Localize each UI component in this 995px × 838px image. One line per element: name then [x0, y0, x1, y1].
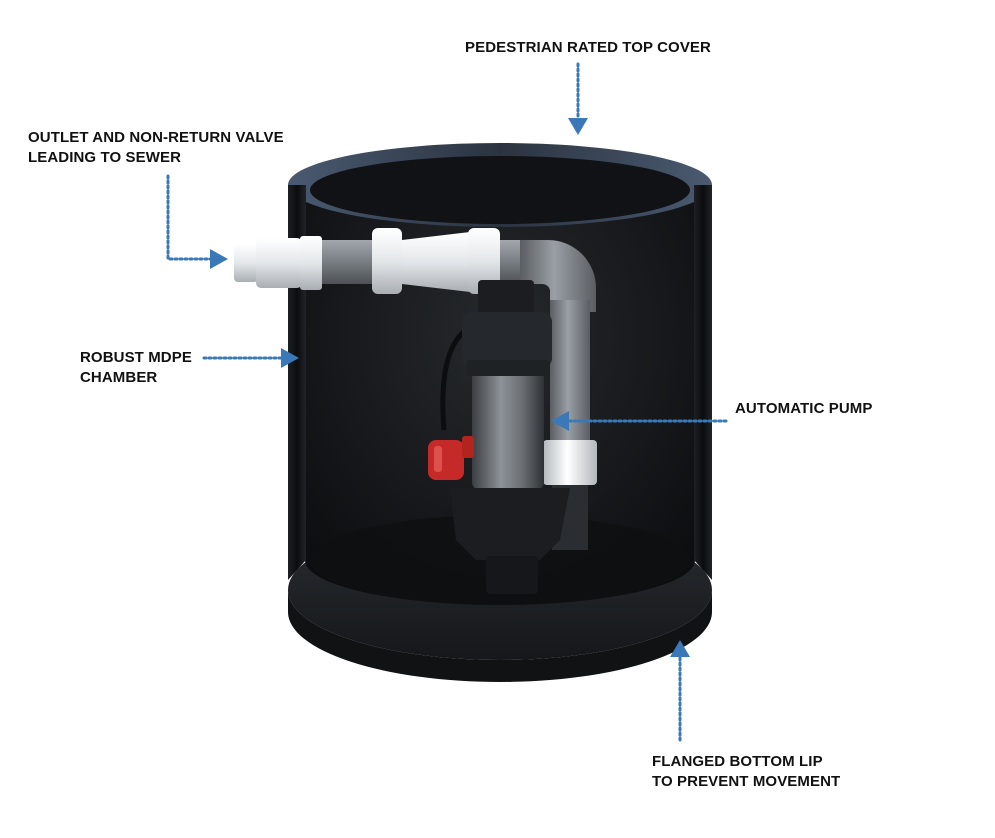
outlet-through-wall	[300, 236, 322, 290]
arrow-chamber-head	[281, 348, 299, 368]
label-chamber: ROBUST MDPE CHAMBER	[80, 348, 192, 388]
bottom-flange-edge	[288, 590, 712, 682]
outlet-fitting	[234, 244, 258, 282]
valve-body-taper	[402, 232, 470, 292]
riser-coupling	[543, 440, 597, 485]
pump-volute	[450, 488, 570, 560]
float-switch-small	[462, 436, 474, 458]
riser-pipe	[550, 300, 590, 450]
label-bottom-lip: FLANGED BOTTOM LIP TO PREVENT MOVEMENT	[652, 752, 840, 792]
chamber-right-wall	[694, 185, 712, 580]
label-top-cover-text: PEDESTRIAN RATED TOP COVER	[465, 39, 711, 56]
label-outlet-line-2: LEADING TO SEWER	[28, 149, 181, 166]
label-outlet-line-1: OUTLET AND NON-RETURN VALVE	[28, 129, 284, 146]
outlet-fitting-nut	[256, 238, 302, 288]
pump-cable	[440, 328, 468, 431]
arrow-outlet-head	[210, 249, 228, 269]
pump-motor-band	[466, 360, 550, 376]
arrow-lip-head	[670, 640, 690, 657]
label-outlet-valve: OUTLET AND NON-RETURN VALVE LEADING TO S…	[28, 128, 284, 168]
valve-body-right	[468, 228, 500, 294]
pump-head	[462, 312, 552, 368]
pump-inlet	[486, 556, 538, 594]
float-switch-highlight	[434, 446, 442, 472]
label-chamber-line-1: ROBUST MDPE	[80, 349, 192, 366]
valve-body-left	[372, 228, 402, 294]
pump-motor	[472, 360, 544, 490]
pump-discharge	[478, 280, 534, 316]
label-top-cover: PEDESTRIAN RATED TOP COVER	[465, 38, 711, 58]
top-rim-inner	[310, 156, 690, 224]
label-lip-line-1: FLANGED BOTTOM LIP	[652, 753, 823, 770]
arrow-outlet-line	[166, 174, 214, 261]
arrow-pump-head	[551, 411, 569, 431]
label-pump-text: AUTOMATIC PUMP	[735, 400, 873, 417]
float-switch	[428, 440, 464, 480]
label-chamber-line-2: CHAMBER	[80, 369, 158, 386]
pipe-elbow	[520, 240, 596, 312]
label-automatic-pump: AUTOMATIC PUMP	[735, 399, 873, 419]
arrow-top-cover-head	[568, 118, 588, 135]
label-lip-line-2: TO PREVENT MOVEMENT	[652, 773, 841, 790]
